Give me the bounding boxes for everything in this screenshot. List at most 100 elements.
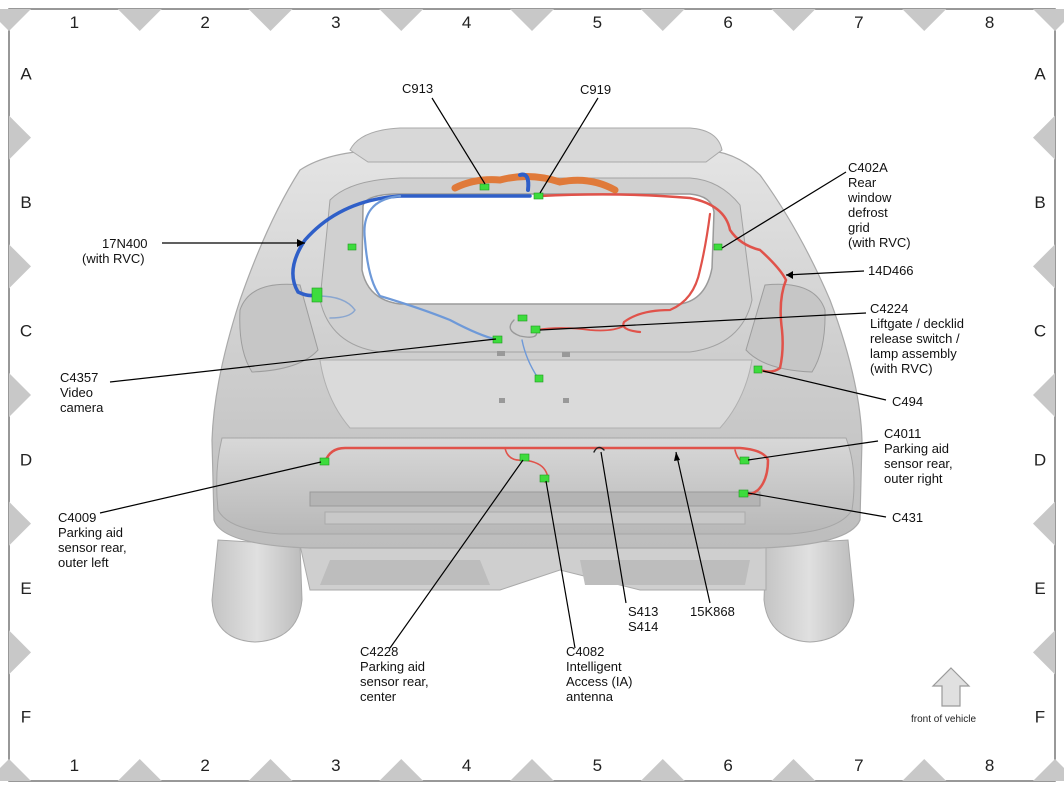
grid-column-label-bottom: 5: [593, 756, 602, 775]
plate-bolt: [563, 398, 569, 403]
grid-row-label-left: F: [21, 708, 31, 727]
grid-row-label-left: C: [20, 322, 32, 341]
border-triangle-right: [1033, 373, 1055, 417]
border-triangle-left: [9, 115, 31, 160]
label-c4009: C4009 Parking aid sensor rear, outer lef…: [58, 510, 130, 570]
connectors: [311, 183, 763, 498]
border-triangle-right: [1033, 501, 1055, 546]
border-triangle-right: [1033, 244, 1055, 289]
border-triangle-bottom: [771, 759, 816, 781]
emblem-mark: [497, 351, 505, 356]
label-s413-s414: S413 S414: [628, 604, 662, 634]
connector-c4228: [519, 453, 530, 462]
border-triangle-top: [1033, 9, 1064, 31]
leader-15k868: [675, 451, 711, 604]
connector-c4224: [530, 325, 541, 334]
connector-c4082: [539, 474, 550, 483]
harness-14d466: [538, 193, 788, 373]
plate-bolt: [499, 398, 505, 403]
border-triangle-top: [248, 9, 293, 31]
liftgate-lower-panel: [319, 359, 753, 429]
border-triangle-left: [9, 244, 31, 289]
roof-spoiler: [349, 127, 723, 163]
label-c4011: C4011 Parking aid sensor rear, outer rig…: [884, 426, 956, 486]
grid-row-label-left: B: [20, 193, 31, 212]
harness-blue-branch: [363, 194, 500, 342]
grid-column-label-bottom: 2: [200, 756, 209, 775]
grid-column-label-top: 6: [723, 13, 732, 32]
arrowhead-17n400: [297, 239, 305, 247]
grid-column-label-top: 7: [854, 13, 863, 32]
grid-row-label-right: B: [1034, 193, 1045, 212]
grid-row-label-right: E: [1034, 579, 1045, 598]
emblem-mark: [562, 352, 570, 357]
leader-c4082: [545, 480, 576, 649]
connector-c4011: [739, 456, 750, 465]
border-triangle-left: [9, 373, 31, 417]
grid-column-label-top: 5: [593, 13, 602, 32]
border-triangle-bottom: [1033, 759, 1064, 781]
front-of-vehicle-indicator: front of vehicle: [911, 667, 976, 725]
border-triangle-top: [771, 9, 816, 31]
border-triangle-top: [0, 9, 31, 31]
leader-c4011: [747, 440, 879, 461]
connector-c919: [533, 192, 544, 200]
label-c402a: C402A Rear window defrost grid (with RVC…: [847, 160, 911, 250]
leader-c431: [747, 492, 887, 518]
border-triangle-bottom: [379, 759, 424, 781]
grid-column-label-bottom: 7: [854, 756, 863, 775]
leader-c4224: [539, 312, 867, 331]
front-of-vehicle-label: front of vehicle: [911, 714, 976, 725]
arrowhead-14d466: [786, 271, 793, 279]
harness-blue-stub: [518, 172, 531, 192]
rear-right-tire: [763, 539, 855, 643]
grid-column-label-bottom: 6: [723, 756, 732, 775]
label-c431: C431: [892, 510, 923, 525]
rear-left-tire: [211, 539, 303, 643]
grid-row-label-right: A: [1034, 64, 1046, 83]
grid-row-label-right: C: [1034, 322, 1046, 341]
harness-red-c4224: [535, 325, 625, 332]
harness-17n400: [291, 194, 532, 298]
grid-column-label-bottom: 1: [70, 756, 79, 775]
border-triangle-top: [640, 9, 685, 31]
border-triangle-left: [9, 501, 31, 546]
label-c494: C494: [892, 394, 923, 409]
bumper-diffuser-grille: [309, 491, 761, 507]
connector-c4009: [319, 457, 330, 466]
grid-column-label-top: 3: [331, 13, 340, 32]
label-c4228: C4228 Parking aid sensor rear, center: [360, 644, 432, 704]
border-triangle-top: [510, 9, 554, 31]
border-triangle-bottom: [0, 759, 31, 781]
harness-orange-top: [451, 173, 619, 194]
leader-c494: [762, 370, 887, 401]
vehicle-rear-view: [211, 127, 863, 643]
leader-lines: [99, 97, 887, 649]
border-triangle-right: [1033, 115, 1055, 160]
grid-row-label-right: F: [1035, 708, 1045, 727]
grid-column-label-bottom: 3: [331, 756, 340, 775]
grid-column-label-top: 4: [462, 13, 471, 32]
grid-column-label-top: 8: [985, 13, 994, 32]
exhaust-shield-left: [320, 560, 490, 585]
arrow-up-icon: [931, 667, 971, 707]
label-c4224: C4224 Liftgate / decklid release switch …: [870, 301, 968, 376]
grid-column-label-top: 1: [70, 13, 79, 32]
label-15k868: 15K868: [690, 604, 735, 619]
connector-left-defrost: [347, 243, 357, 251]
arrowhead-15k868: [674, 452, 680, 461]
border-triangle-left: [9, 630, 31, 675]
rear-bumper: [216, 437, 855, 535]
grid-column-label-bottom: 8: [985, 756, 994, 775]
rear-window-glass: [361, 193, 715, 305]
leader-c4228: [389, 459, 524, 649]
grid-row-label-left: E: [20, 579, 31, 598]
grid-row-label-right: D: [1034, 450, 1046, 469]
connector-17n400-inline: [311, 287, 323, 303]
leader-c402a: [721, 171, 847, 249]
grid-row-label-left: D: [20, 450, 32, 469]
connector-c494: [753, 365, 763, 374]
label-c4357: C4357 Video camera: [60, 370, 104, 415]
